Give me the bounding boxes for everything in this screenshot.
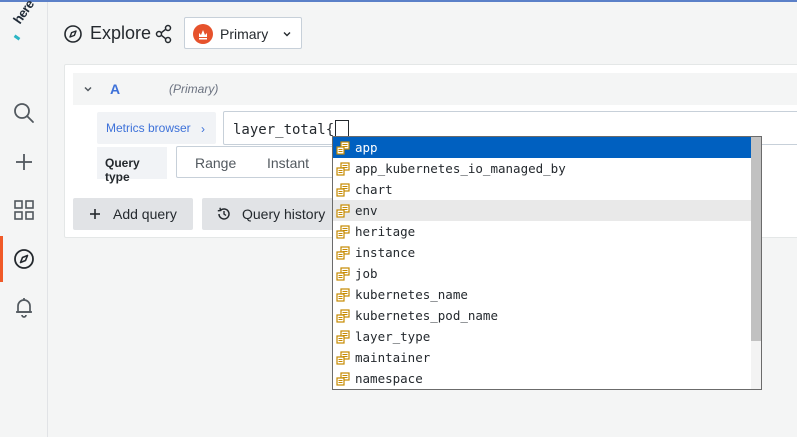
query-type-text: Query type [105,156,140,184]
label-field-icon [336,309,350,323]
label-field-icon [336,204,350,218]
autocomplete-item[interactable]: instance [333,242,751,263]
autocomplete-item-label: env [355,203,378,218]
query-type-radio-group: Range Instant [176,146,336,178]
autocomplete-item[interactable]: kubernetes_name [333,284,751,305]
history-icon [217,207,230,220]
explore-icon[interactable] [12,247,36,271]
autocomplete-item[interactable]: app [333,137,751,158]
prometheus-icon [193,24,213,44]
autocomplete-item-label: chart [355,182,393,197]
autocomplete-item-label: app [355,140,378,155]
sidebar: here [0,0,48,437]
autocomplete-item-label: heritage [355,224,416,239]
autocomplete-item[interactable]: env [333,200,751,221]
chevron-down-icon[interactable] [82,83,94,95]
chevron-right-icon: › [201,122,205,136]
label-field-icon [336,246,350,260]
autocomplete-item-label: namespace [355,371,423,386]
app-logo[interactable]: here [8,0,42,42]
label-field-icon [336,141,350,155]
metrics-browser-button[interactable]: Metrics browser › [97,112,216,144]
autocomplete-item-label: app_kubernetes_io_managed_by [355,161,566,176]
query-letter[interactable]: A [110,81,121,97]
autocomplete-item-label: instance [355,245,416,260]
label-field-icon [336,372,350,386]
query-datasource-label: (Primary) [169,82,219,96]
autocomplete-item-label: kubernetes_pod_name [355,308,498,323]
label-field-icon [336,330,350,344]
page-title: Explore [90,23,152,43]
chevron-down-icon [283,32,291,37]
page-header: Explore Primary [48,2,797,64]
label-field-icon [336,267,350,281]
autocomplete-item-label: layer_type [355,329,431,344]
top-accent-line [0,0,797,2]
datasource-picker[interactable]: Primary [184,17,302,49]
explore-icon [64,25,82,43]
query-value: layer_total{ [233,122,335,138]
label-field-icon [336,162,350,176]
autocomplete-item-label: kubernetes_name [355,287,468,302]
datasource-label: Primary [220,26,269,42]
query-type-label: Query type [97,147,167,184]
autocomplete-item[interactable]: layer_type [333,326,751,347]
logo-mark [13,34,21,41]
label-field-icon [336,183,350,197]
label-field-icon [336,351,350,365]
autocomplete-item[interactable]: heritage [333,221,751,242]
search-icon[interactable] [12,101,36,125]
label-field-icon [336,288,350,302]
autocomplete-dropdown: namespace maintainer layer_type kubernetes_… [332,136,762,390]
logo-text: here [10,0,37,27]
autocomplete-item[interactable]: chart [333,179,751,200]
add-query-button[interactable]: Add query [73,198,193,230]
query-row-header[interactable]: A (Primary) [73,73,797,105]
bell-icon[interactable] [12,295,36,319]
autocomplete-item-label: job [355,266,378,281]
metrics-browser-label: Metrics browser [106,121,191,135]
label-field-icon [336,225,350,239]
plus-icon[interactable] [12,150,36,174]
autocomplete-item[interactable]: kubernetes_pod_name [333,305,751,326]
autocomplete-item[interactable]: maintainer [333,347,751,368]
query-history-label: Query history [242,206,326,222]
query-history-button[interactable]: Query history [202,198,342,230]
autocomplete-item[interactable]: namespace [333,368,751,389]
autocomplete-item[interactable]: app_kubernetes_io_managed_by [333,158,751,179]
share-icon[interactable] [155,24,173,44]
active-nav-indicator [0,236,3,282]
scrollbar-thumb[interactable] [751,137,761,341]
query-type-range[interactable]: Range [195,155,237,171]
add-query-label: Add query [113,206,177,222]
plus-icon [90,209,100,219]
autocomplete-item[interactable]: job [333,263,751,284]
dashboards-icon[interactable] [12,198,36,222]
query-type-instant[interactable]: Instant [267,155,310,171]
autocomplete-item-label: maintainer [355,350,431,365]
